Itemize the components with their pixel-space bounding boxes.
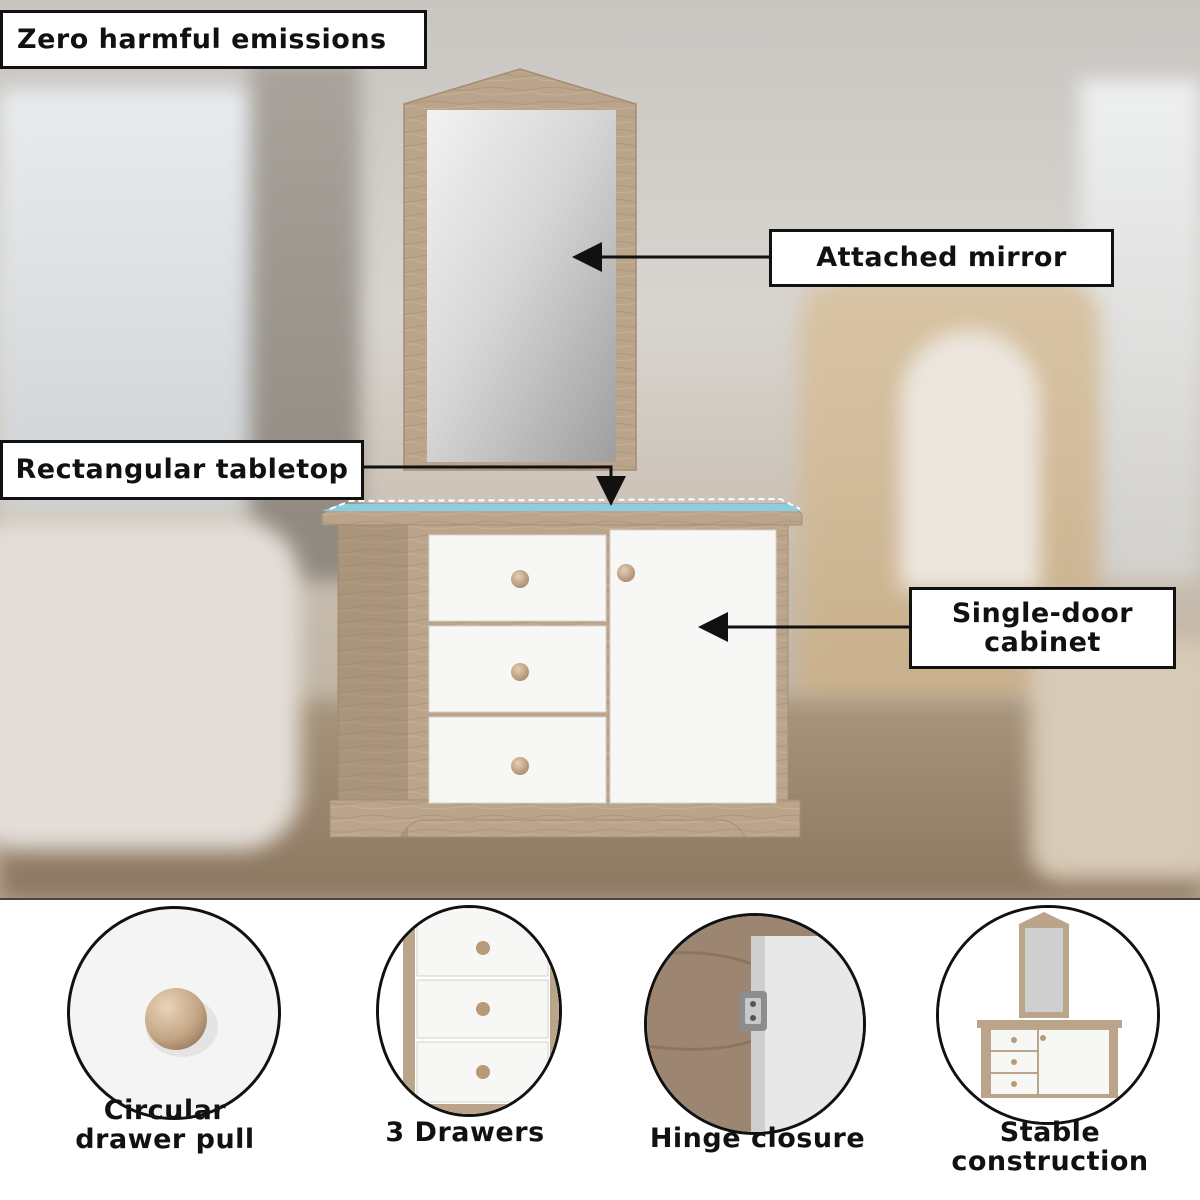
feature-caption-stable: Stable construction <box>925 1118 1175 1176</box>
feature-caption-hinge: Hinge closure <box>630 1124 885 1153</box>
drawer-knob-bottom <box>511 757 529 775</box>
cabinet-label-line1: Single-door <box>951 597 1134 629</box>
feature-caption-knob: Circular drawer pull <box>60 1096 270 1154</box>
tabletop-highlight <box>322 504 802 511</box>
mirror-label: Attached mirror <box>769 229 1114 287</box>
feature-caption-knob-line2: drawer pull <box>75 1124 255 1156</box>
tabletop-label-text: Rectangular tabletop <box>15 454 349 486</box>
cabinet-plinth <box>329 799 801 838</box>
feature-caption-stable-line1: Stable <box>999 1117 1101 1148</box>
dresser-illustration <box>321 68 909 838</box>
background-arch-mirror <box>900 330 1040 590</box>
dresser-full-view-icon <box>936 905 1160 1125</box>
drawer-knob-top <box>511 570 529 588</box>
drawer-knob-middle <box>511 663 529 681</box>
background-window-right <box>1080 80 1200 580</box>
background-chair <box>1030 640 1200 880</box>
drawer-knob-closeup-icon <box>67 906 281 1120</box>
mirror-glass <box>427 110 616 462</box>
feature-caption-drawers: 3 Drawers <box>365 1118 565 1147</box>
feature-caption-drawers-line1: 3 Drawers <box>385 1117 545 1148</box>
tabletop-arrow <box>364 465 626 506</box>
cabinet-label-line2: cabinet <box>984 627 1101 658</box>
feature-caption-stable-line2: construction <box>951 1146 1149 1178</box>
cabinet-label: Single-door cabinet <box>909 587 1176 669</box>
feature-caption-knob-line1: Circular <box>103 1095 227 1126</box>
feature-caption-hinge-line1: Hinge closure <box>649 1123 866 1154</box>
background-bed <box>0 520 300 850</box>
drawer-stack-closeup-icon <box>376 905 562 1117</box>
tabletop-label: Rectangular tabletop <box>0 440 364 500</box>
cabinet-side-shade <box>338 525 408 837</box>
cabinet-door <box>609 529 777 804</box>
door-knob <box>617 564 635 582</box>
mirror-label-text: Attached mirror <box>816 242 1067 274</box>
hinge-closeup-icon <box>644 913 866 1135</box>
section-divider <box>0 898 1200 900</box>
emissions-label: Zero harmful emissions <box>0 10 427 69</box>
emissions-label-text: Zero harmful emissions <box>17 23 387 55</box>
